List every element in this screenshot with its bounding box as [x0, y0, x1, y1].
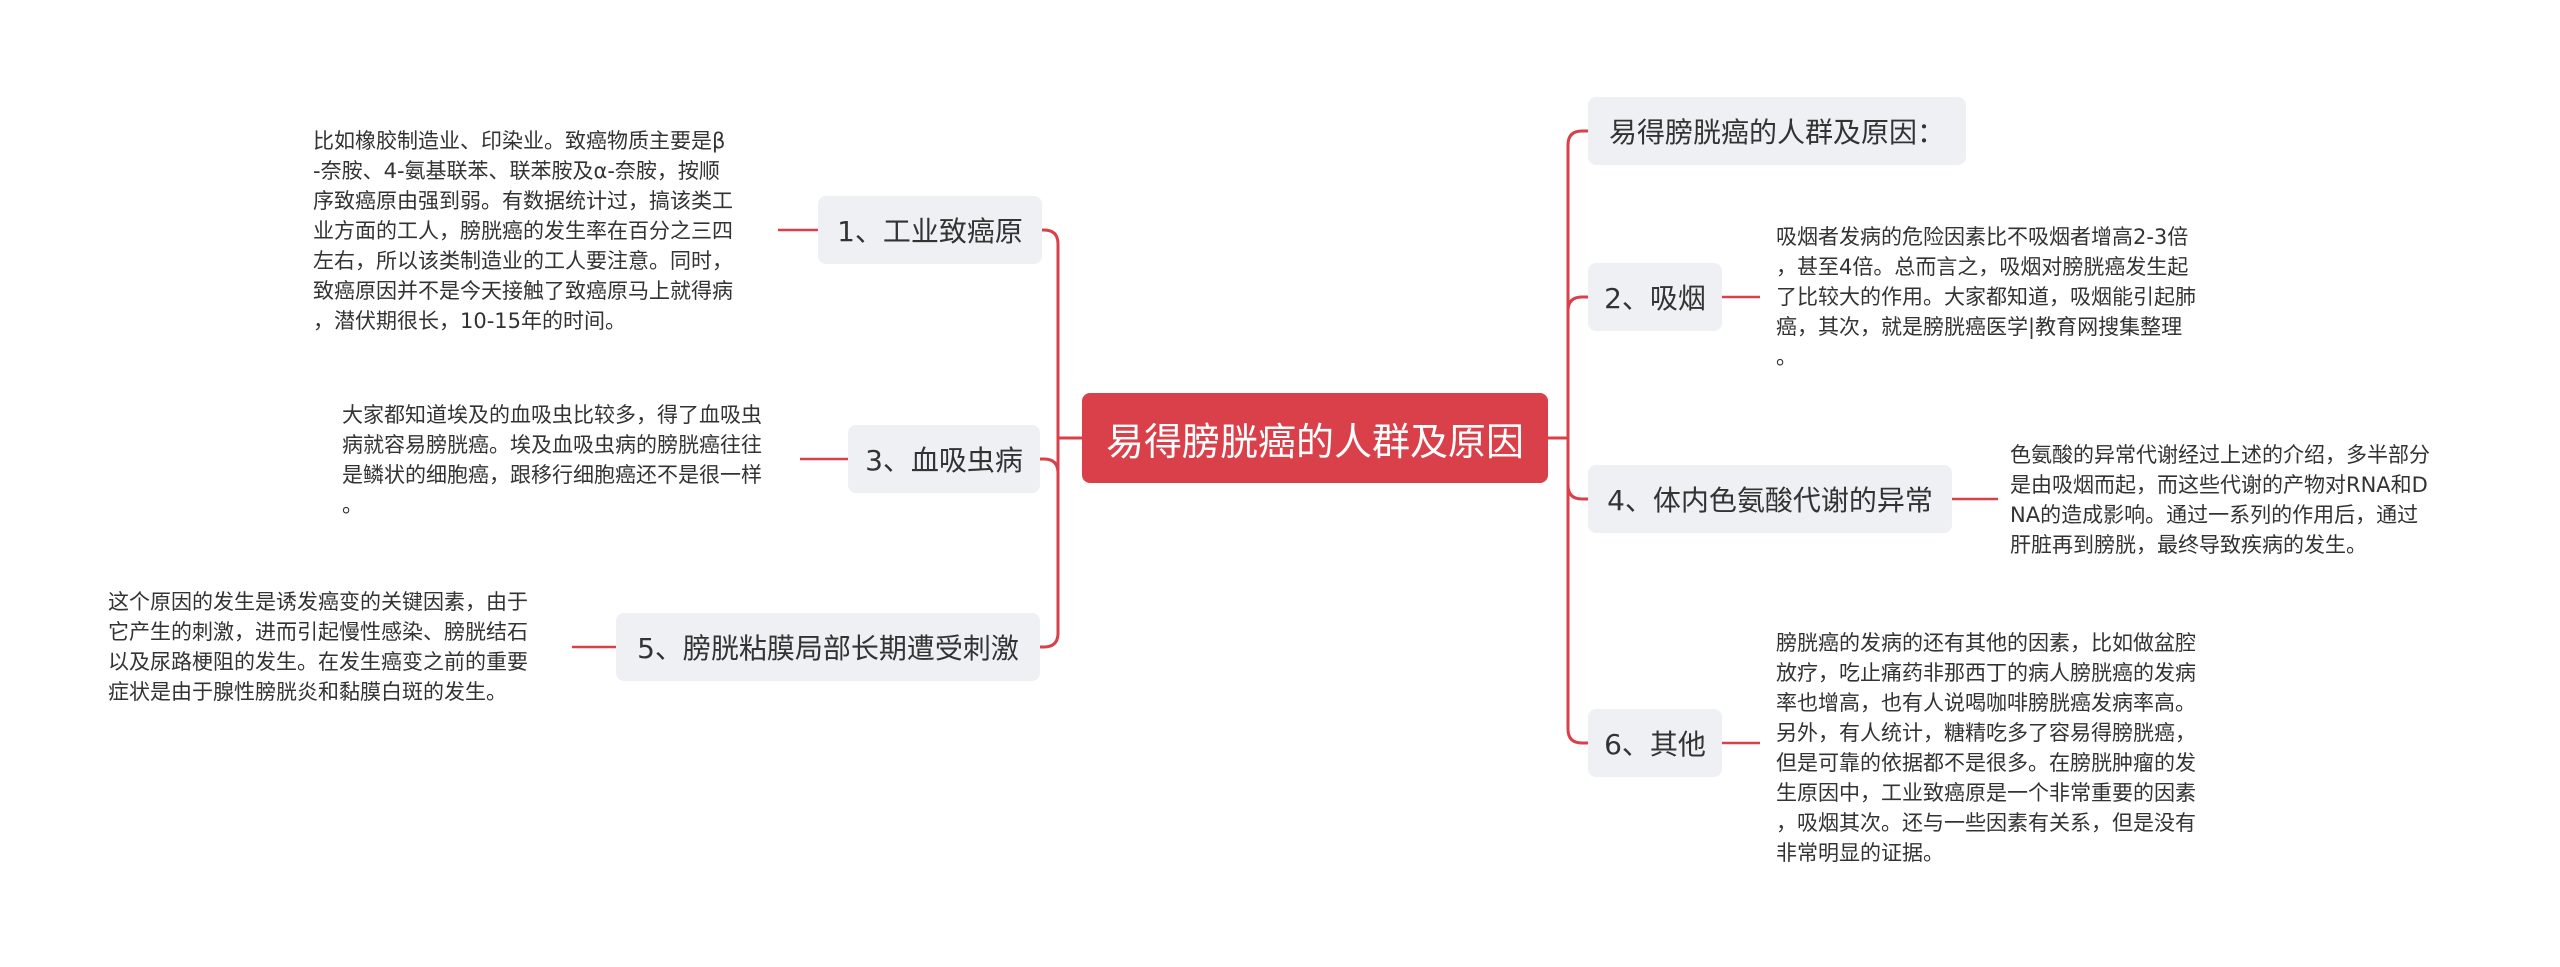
branch-heading[interactable]: 易得膀胱癌的人群及原因： [1588, 97, 1966, 165]
connector-left-1 [1042, 228, 1060, 438]
detail-schistosomiasis: 大家都知道埃及的血吸虫比较多，得了血吸虫 病就容易膀胱癌。埃及血吸虫病的膀胱癌往… [342, 403, 762, 517]
branch-tryptophan-metabolism[interactable]: 4、体内色氨酸代谢的异常 [1588, 465, 1952, 533]
detail-bladder-mucosa-irritation: 这个原因的发生是诱发癌变的关键因素，由于 它产生的刺激，进而引起慢性感染、膀胱结… [108, 590, 528, 704]
detail-industrial-carcinogens: 比如橡胶制造业、印染业。致癌物质主要是β -奈胺、4-氨基联苯、联苯胺及α-奈胺… [313, 129, 733, 333]
connector-right-0 [1566, 129, 1588, 438]
connector-right-4 [1566, 438, 1588, 501]
detail-smoking: 吸烟者发病的危险因素比不吸烟者增高2-3倍 ，甚至4倍。总而言之，吸烟对膀胱癌发… [1776, 225, 2196, 369]
branch-other[interactable]: 6、其他 [1588, 709, 1722, 777]
branch-industrial-carcinogens[interactable]: 1、工业致癌原 [818, 196, 1042, 264]
detail-tryptophan-metabolism: 色氨酸的异常代谢经过上述的介绍，多半部分 是由吸烟而起，而这些代谢的产物对RNA… [2010, 443, 2430, 557]
branch-bladder-mucosa-irritation[interactable]: 5、膀胱粘膜局部长期遭受刺激 [616, 613, 1040, 681]
connector-right-6 [1566, 438, 1588, 745]
branch-smoking[interactable]: 2、吸烟 [1588, 263, 1722, 331]
connector-left-3 [1040, 438, 1060, 474]
connector-right-2 [1566, 295, 1588, 438]
root-topic[interactable]: 易得膀胱癌的人群及原因 [1082, 393, 1548, 483]
branch-schistosomiasis[interactable]: 3、血吸虫病 [848, 425, 1040, 493]
connector-left-5 [1040, 438, 1060, 649]
detail-other: 膀胱癌的发病的还有其他的因素，比如做盆腔 放疗，吃止痛药非那西丁的病人膀胱癌的发… [1776, 631, 2196, 865]
